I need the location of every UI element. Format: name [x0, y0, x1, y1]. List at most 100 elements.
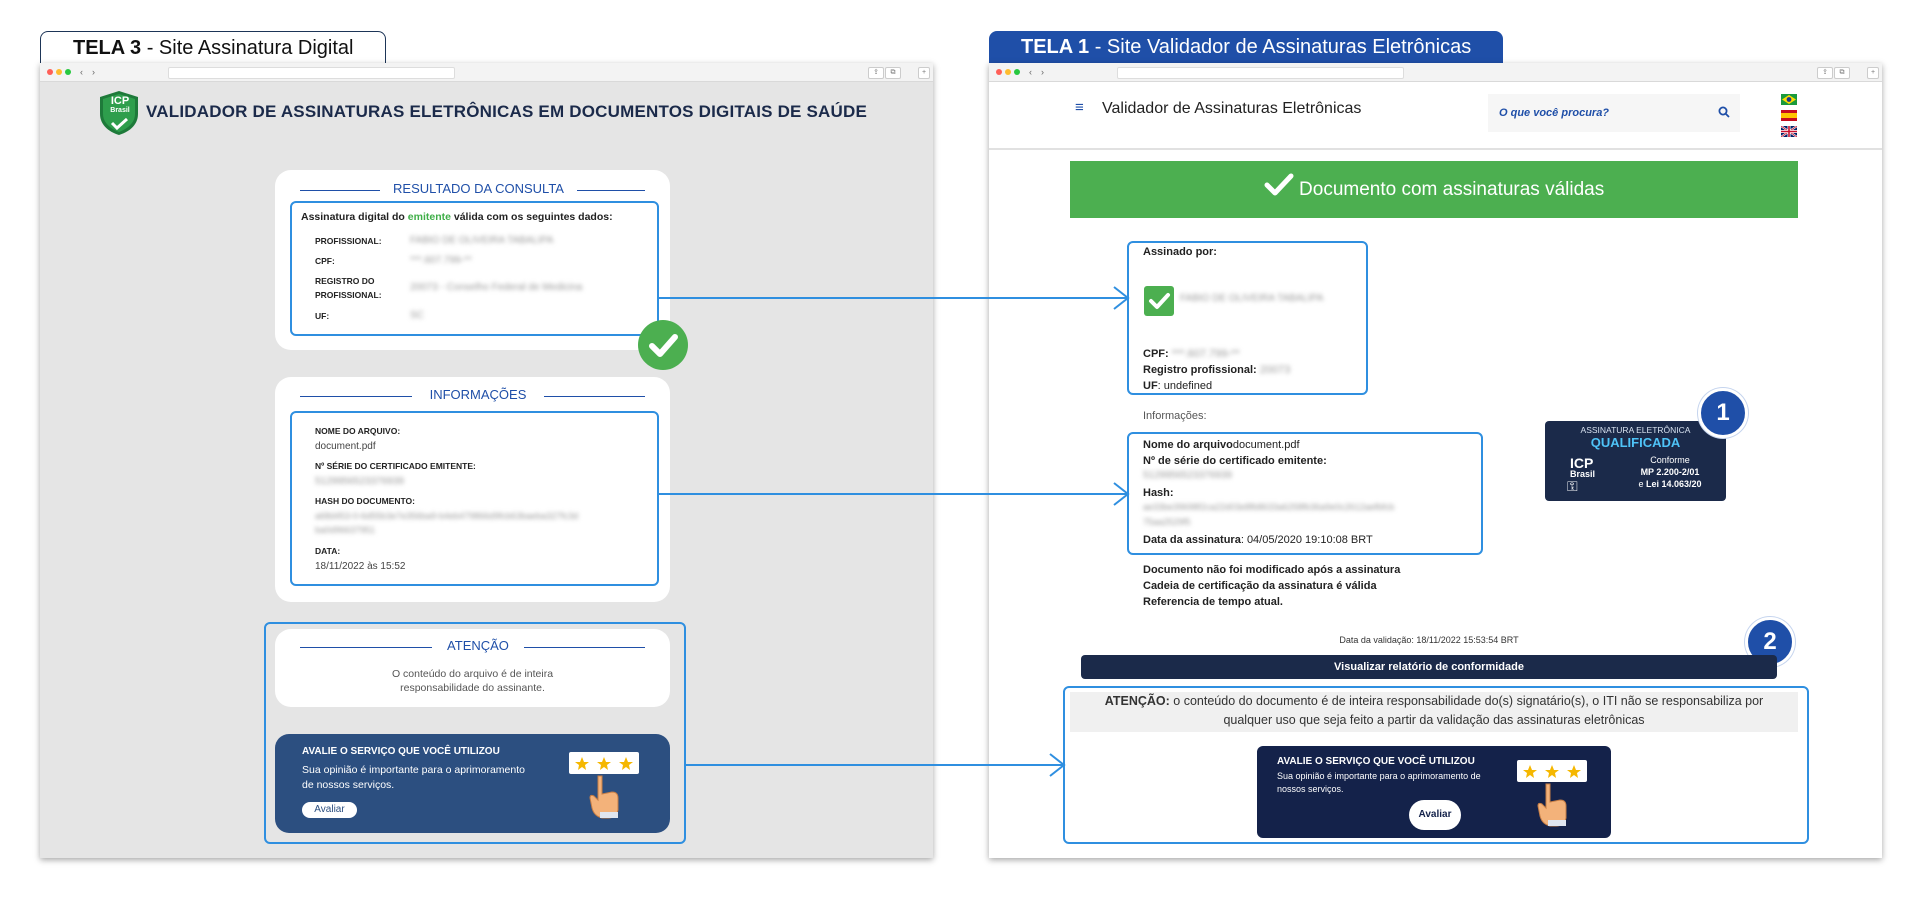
status-unmodified: Documento não foi modificado após a assi…: [1143, 564, 1401, 576]
qualified-signature-badge: ASSINATURA ELETRÔNICA QUALIFICADA ICP Br…: [1545, 421, 1726, 501]
stars-hand-icon: [1517, 760, 1587, 827]
tab-tela-1: TELA 1 - Site Validador de Assinaturas E…: [989, 31, 1503, 63]
plus-icon[interactable]: +: [918, 67, 930, 79]
share-icon[interactable]: ⇪: [868, 67, 884, 79]
serial-label: Nº de série do certificado emitente:: [1143, 455, 1327, 467]
site-title: Validador de Assinaturas Eletrônicas: [1102, 100, 1362, 117]
registry-label-line2: PROFISSIONAL:: [315, 290, 382, 300]
hash-value-line1: a68d453-0-6d55b3e7e356ba9-b4eb479866d9fc…: [315, 511, 579, 521]
back-icon[interactable]: ‹: [80, 67, 83, 77]
key-icon: ⚿: [1567, 478, 1578, 494]
registry-value: 20073 - Conselho Federal de Medicina: [410, 282, 583, 293]
plus-icon[interactable]: +: [1867, 67, 1879, 79]
rating-text: Sua opinião é importante para o aprimora…: [302, 764, 525, 791]
result-intro: Assinatura digital do emitente válida co…: [301, 211, 613, 223]
minimize-dot-icon[interactable]: [1005, 69, 1011, 75]
hamburger-icon[interactable]: ≡: [1075, 99, 1084, 116]
forward-icon[interactable]: ›: [1041, 67, 1044, 77]
checkmark-icon: [1264, 173, 1294, 196]
uf-label: UF:: [315, 311, 330, 321]
info-section-title: INFORMAÇÕES: [412, 387, 544, 402]
result-section-title: RESULTADO DA CONSULTA: [380, 181, 577, 196]
browser-chrome: ‹ › ⇪ ⧉ +: [40, 63, 933, 82]
page-title: VALIDADOR DE ASSINATURAS ELETRÔNICAS EM …: [146, 102, 868, 121]
date-value: 18/11/2022 às 15:52: [315, 561, 406, 572]
hash-value-line2: ba0d96637951: [315, 525, 376, 535]
hash-label: HASH DO DOCUMENTO:: [315, 496, 415, 506]
status-time-reference: Referencia de tempo atual.: [1143, 596, 1283, 608]
info-data-box: [290, 411, 659, 586]
close-dot-icon[interactable]: [996, 69, 1002, 75]
signer-uf: UF: undefined: [1143, 380, 1213, 392]
rating-title: AVALIE O SERVIÇO QUE VOCÊ UTILIZOU: [1277, 756, 1475, 767]
file-name-label: NOME DO ARQUIVO:: [315, 426, 401, 436]
flag-brazil-icon[interactable]: [1781, 94, 1797, 105]
validation-date: Data da validação: 18/11/2022 15:53:54 B…: [1339, 635, 1519, 645]
flag-spain-icon[interactable]: [1781, 110, 1797, 121]
hash-value-line1: ae33be39698f2ca22d03e8fb8633a6258fb36a9e…: [1143, 502, 1395, 512]
step-1-marker: 1: [1698, 388, 1748, 438]
uf-value: SC: [410, 310, 424, 321]
back-icon[interactable]: ‹: [1029, 67, 1032, 77]
rating-text: Sua opinião é importante para o aprimora…: [1277, 771, 1481, 794]
signed-by-header: Assinado por:: [1143, 246, 1217, 258]
signature-date: Data da assinatura: 04/05/2020 19:10:08 …: [1143, 534, 1373, 546]
search-box[interactable]: O que você procura?: [1488, 94, 1740, 132]
maximize-dot-icon[interactable]: [1014, 69, 1020, 75]
attention-notice: ATENÇÃO: o conteúdo do documento é de in…: [1070, 692, 1798, 732]
serial-value: 5129956523376939: [1143, 470, 1232, 481]
cpf-value: ***.607.799-**: [410, 255, 472, 266]
valid-check-icon: [638, 320, 688, 370]
result-card: [275, 170, 670, 350]
rate-button[interactable]: Avaliar: [1409, 800, 1461, 830]
share-icon[interactable]: ⇪: [1817, 67, 1833, 79]
rate-button[interactable]: Avaliar: [302, 802, 357, 818]
badge-top-text: ASSINATURA ELETRÔNICA: [1580, 425, 1691, 435]
search-icon[interactable]: [1718, 106, 1730, 118]
rating-title: AVALIE O SERVIÇO QUE VOCÊ UTILIZOU: [302, 746, 500, 757]
attention-section-title: ATENÇÃO: [432, 638, 524, 653]
valid-banner: Documento com assinaturas válidas: [1070, 161, 1798, 218]
hash-value-line2: 75aa2529f5: [1143, 517, 1191, 527]
minimize-dot-icon[interactable]: [56, 69, 62, 75]
tabs-icon[interactable]: ⧉: [885, 67, 901, 79]
signer-check-icon: [1144, 286, 1174, 316]
serial-value: 5129956523376939: [315, 476, 404, 487]
url-bar[interactable]: [1117, 67, 1404, 79]
info-label: Informações:: [1143, 410, 1207, 422]
badge-main-text: QUALIFICADA: [1590, 435, 1681, 450]
maximize-dot-icon[interactable]: [65, 69, 71, 75]
result-data-box: [290, 201, 659, 336]
attention-group-box: [264, 622, 686, 844]
header-divider: [989, 148, 1882, 150]
forward-icon[interactable]: ›: [92, 67, 95, 77]
professional-label: PROFISSIONAL:: [315, 236, 382, 246]
stars-hand-icon: [569, 752, 639, 819]
signer-name: FABIO DE OLIVEIRA TABALIPA: [1180, 293, 1324, 304]
cpf-label: CPF:: [315, 256, 335, 266]
badge-logo-icp: ICP: [1570, 455, 1594, 471]
view-report-button[interactable]: Visualizar relatório de conformidade: [1081, 655, 1777, 679]
signed-by-box: [1127, 241, 1368, 395]
file-name-value: document.pdf: [315, 441, 376, 452]
url-bar[interactable]: [168, 67, 455, 79]
date-label: DATA:: [315, 546, 341, 556]
badge-logo-brasil: Brasil: [1570, 469, 1596, 479]
signer-cpf: CPF: ***.607.799-**: [1143, 348, 1240, 360]
flag-uk-icon[interactable]: [1781, 126, 1797, 137]
browser-chrome: ‹ › ⇪ ⧉ +: [989, 63, 1882, 82]
file-name: Nome do arquivodocument.pdf: [1143, 439, 1300, 451]
hash-label: Hash:: [1143, 487, 1174, 499]
tabs-icon[interactable]: ⧉: [1834, 67, 1850, 79]
close-dot-icon[interactable]: [47, 69, 53, 75]
signer-registry: Registro profissional: 20073: [1143, 364, 1291, 376]
registry-label-line1: REGISTRO DO: [315, 276, 375, 286]
search-input[interactable]: O que você procura?: [1499, 107, 1610, 119]
info-card: [275, 377, 670, 602]
icp-brasil-logo: [100, 91, 138, 135]
tab-tela-3: TELA 3 - Site Assinatura Digital: [40, 31, 386, 63]
serial-label: Nº SÉRIE DO CERTIFICADO EMITENTE:: [315, 461, 476, 471]
